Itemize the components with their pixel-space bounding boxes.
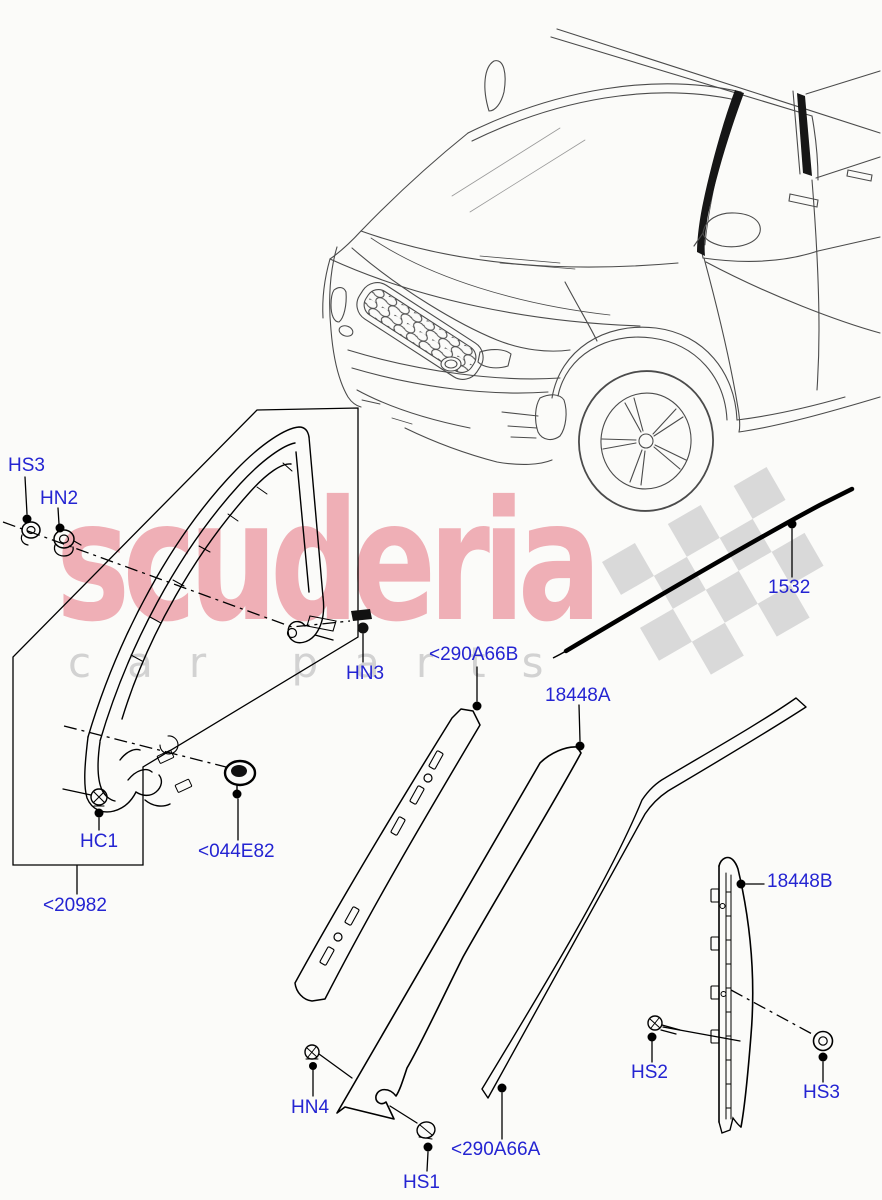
hn2-nut-glyph xyxy=(53,529,82,557)
part-label-hs1[interactable]: HS1 xyxy=(403,1172,440,1193)
part-label-hs2[interactable]: HS2 xyxy=(631,1062,668,1083)
part-label-290a66b[interactable]: <290A66B xyxy=(429,644,519,665)
part-label-hn2[interactable]: HN2 xyxy=(40,488,79,509)
watermark-brand: scuderia xyxy=(56,466,602,659)
fasteners xyxy=(20,521,834,1140)
highlighted-a-pillar-frame xyxy=(697,90,744,256)
highlighted-b-pillar-frame xyxy=(797,93,812,176)
assembly-centerlines xyxy=(2,521,815,1036)
hs2-screw-glyph xyxy=(647,1015,681,1035)
hs3-bottom-washer-glyph xyxy=(812,1030,834,1052)
part-label-044e82[interactable]: <044E82 xyxy=(198,841,275,862)
part-label-18448b[interactable]: 18448B xyxy=(767,871,833,892)
part-label-18448a[interactable]: 18448A xyxy=(545,685,611,706)
window-frame-part xyxy=(84,426,337,813)
part-label-hs3-bottom[interactable]: HS3 xyxy=(803,1082,840,1103)
part-label-hn4[interactable]: HN4 xyxy=(291,1097,330,1118)
hs3-top-screw-glyph xyxy=(20,521,41,546)
hs1-screw-glyph xyxy=(416,1121,436,1140)
watermark-tagline: car parts xyxy=(68,638,580,687)
containment-box xyxy=(12,407,359,866)
a-pillar-bracket-part xyxy=(294,708,481,1002)
belt-moulding-part xyxy=(481,697,807,1099)
part-label-1532[interactable]: 1532 xyxy=(768,577,811,598)
part-label-hs3-top[interactable]: HS3 xyxy=(8,455,45,476)
hn3-bolt-glyph xyxy=(351,609,372,634)
hc1-screw-glyph xyxy=(90,788,108,807)
b-pillar-applique-part xyxy=(710,856,754,1134)
part-label-290a66a[interactable]: <290A66A xyxy=(451,1139,541,1160)
part-label-20982[interactable]: <20982 xyxy=(43,895,107,916)
part-label-hc1[interactable]: HC1 xyxy=(80,831,119,852)
weatherstrip-part xyxy=(552,486,855,659)
grommet-glyph xyxy=(223,759,257,791)
part-label-hn3[interactable]: HN3 xyxy=(346,663,385,684)
hn4-screw-glyph xyxy=(304,1044,320,1060)
a-pillar-applique-part xyxy=(336,746,582,1120)
car-illustration xyxy=(322,28,881,512)
leader-lines xyxy=(22,476,828,1172)
